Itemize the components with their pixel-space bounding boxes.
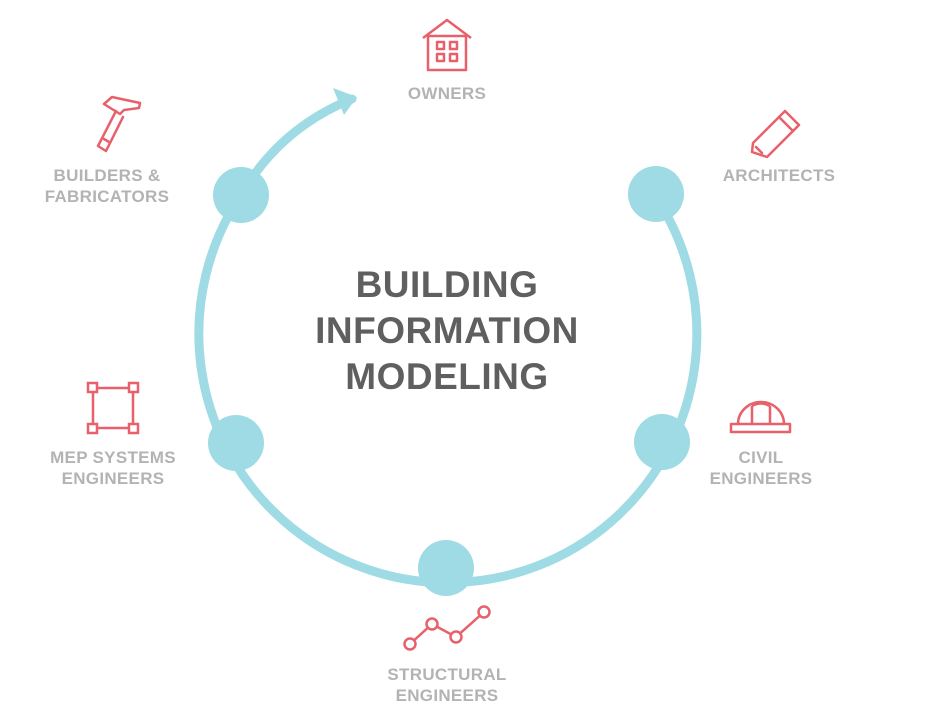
node-mep	[208, 415, 264, 471]
label-line: MEP SYSTEMS	[50, 448, 176, 467]
label-line: ENGINEERS	[709, 469, 813, 488]
house-icon	[422, 18, 472, 72]
label-civil-engineers: CIVIL ENGINEERS	[696, 447, 826, 489]
label-builders-fabricators: BUILDERS & FABRICATORS	[32, 165, 182, 207]
title-line: INFORMATION	[315, 310, 579, 351]
cycle-arrowhead	[333, 88, 357, 115]
hard-hat-icon	[729, 400, 792, 434]
label-architects: ARCHITECTS	[704, 165, 854, 186]
label-line: ARCHITECTS	[722, 166, 836, 185]
title-line: MODELING	[345, 356, 549, 397]
node-structural	[418, 540, 474, 596]
label-structural-engineers: STRUCTURAL ENGINEERS	[372, 664, 522, 706]
title-line: BUILDING	[355, 264, 539, 305]
label-line: FABRICATORS	[44, 187, 170, 206]
node-architects	[628, 166, 684, 222]
label-owners: OWNERS	[387, 83, 507, 104]
label-line: CIVIL	[738, 448, 784, 467]
label-line: OWNERS	[407, 84, 487, 103]
bounding-box-icon	[86, 381, 140, 435]
node-civil	[634, 414, 690, 470]
hammer-icon	[96, 95, 142, 153]
label-line: STRUCTURAL	[387, 665, 507, 684]
line-graph-icon	[403, 605, 491, 651]
diagram-title: BUILDING INFORMATION MODELING	[247, 262, 647, 400]
label-line: ENGINEERS	[61, 469, 165, 488]
node-builders	[213, 167, 269, 223]
label-line: ENGINEERS	[395, 686, 499, 705]
label-line: BUILDERS &	[53, 166, 161, 185]
pencil-icon	[750, 109, 801, 159]
label-mep-engineers: MEP SYSTEMS ENGINEERS	[38, 447, 188, 489]
